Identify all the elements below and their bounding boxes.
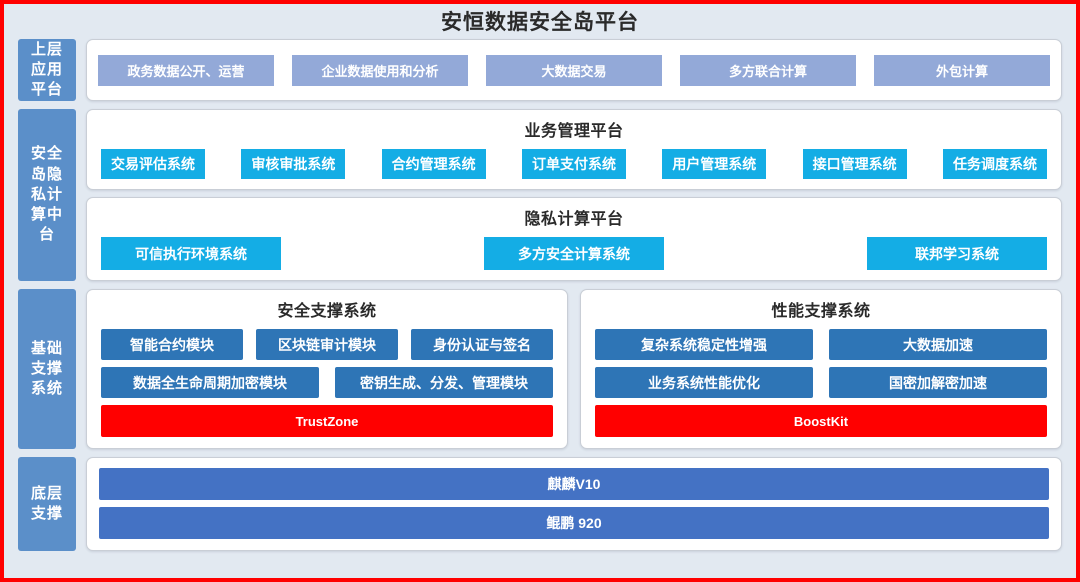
tier-label-bottom-text: 底层支撑 xyxy=(30,484,63,522)
panel-performance-support: 性能支撑系统 复杂系统稳定性增强 大数据加速 业务系统性能优化 国密加解密加速 … xyxy=(580,289,1062,449)
tier-body-midplatform: 业务管理平台 交易评估系统 审核审批系统 合约管理系统 订单支付系统 用户管理系… xyxy=(86,109,1062,281)
performance-support-row-2: 业务系统性能优化 国密加解密加速 xyxy=(595,367,1047,398)
sec-item-smart-contract[interactable]: 智能合约模块 xyxy=(101,329,243,360)
perf-item-sm-crypto-acceleration[interactable]: 国密加解密加速 xyxy=(829,367,1047,398)
panel-title-business-management: 业务管理平台 xyxy=(524,123,624,140)
sec-item-key-management[interactable]: 密钥生成、分发、管理模块 xyxy=(335,367,553,398)
biz-item-interface-management[interactable]: 接口管理系统 xyxy=(802,149,907,179)
performance-support-row-1: 复杂系统稳定性增强 大数据加速 xyxy=(595,329,1047,360)
tier-body-bottom: 麒麟V10 鲲鹏 920 xyxy=(86,457,1062,551)
panel-title-privacy-computing: 隐私计算平台 xyxy=(524,211,624,228)
tier-label-foundation-text: 基础支撑系统 xyxy=(30,339,63,398)
app-item-government-data[interactable]: 政务数据公开、运营 xyxy=(98,54,274,86)
biz-item-review-approval[interactable]: 审核审批系统 xyxy=(241,149,346,179)
sec-item-identity-signature[interactable]: 身份认证与签名 xyxy=(411,329,553,360)
panel-title-security-support: 安全支撑系统 xyxy=(277,303,377,320)
biz-item-trade-evaluation[interactable]: 交易评估系统 xyxy=(101,149,205,179)
panel-title-performance-support: 性能支撑系统 xyxy=(771,303,871,320)
tier-label-foundation: 基础支撑系统 xyxy=(18,289,76,449)
security-support-row-2: 数据全生命周期加密模块 密钥生成、分发、管理模块 xyxy=(101,367,553,398)
bottom-item-kylin-v10[interactable]: 麒麟V10 xyxy=(99,468,1049,500)
privacy-item-tee[interactable]: 可信执行环境系统 xyxy=(101,237,281,270)
page-title: 安恒数据安全岛平台 xyxy=(441,11,639,34)
biz-item-order-payment[interactable]: 订单支付系统 xyxy=(521,149,626,179)
business-management-button-row: 交易评估系统 审核审批系统 合约管理系统 订单支付系统 用户管理系统 接口管理系… xyxy=(101,149,1047,179)
app-item-bigdata-trading[interactable]: 大数据交易 xyxy=(486,54,662,86)
tier-application-platform: 上层应用平台 政务数据公开、运营 企业数据使用和分析 大数据交易 多方联合计算 … xyxy=(4,39,1076,101)
privacy-item-federated-learning[interactable]: 联邦学习系统 xyxy=(867,237,1047,270)
privacy-item-mpc[interactable]: 多方安全计算系统 xyxy=(484,237,664,270)
app-item-outsourced-computing[interactable]: 外包计算 xyxy=(874,54,1050,86)
tier-label-application-text: 上层应用平台 xyxy=(30,40,63,99)
application-button-row: 政务数据公开、运营 企业数据使用和分析 大数据交易 多方联合计算 外包计算 xyxy=(89,54,1059,86)
perf-item-bigdata-acceleration[interactable]: 大数据加速 xyxy=(829,329,1047,360)
tier-foundation-support: 基础支撑系统 安全支撑系统 智能合约模块 区块链审计模块 身份认证与签名 数据全… xyxy=(4,289,1076,449)
biz-item-contract-management[interactable]: 合约管理系统 xyxy=(381,149,486,179)
panel-security-support: 安全支撑系统 智能合约模块 区块链审计模块 身份认证与签名 数据全生命周期加密模… xyxy=(86,289,568,449)
panel-bottom-support: 麒麟V10 鲲鹏 920 xyxy=(86,457,1062,551)
tier-label-midplatform-text: 安全岛隐私计算中台 xyxy=(30,145,63,244)
tier-label-bottom: 底层支撑 xyxy=(18,457,76,551)
privacy-computing-button-row: 可信执行环境系统 多方安全计算系统 联邦学习系统 xyxy=(101,237,1047,270)
biz-item-user-management[interactable]: 用户管理系统 xyxy=(662,149,767,179)
panel-privacy-computing: 隐私计算平台 可信执行环境系统 多方安全计算系统 联邦学习系统 xyxy=(86,197,1062,281)
app-item-enterprise-data[interactable]: 企业数据使用和分析 xyxy=(292,54,468,86)
tier-privacy-computing-midplatform: 安全岛隐私计算中台 业务管理平台 交易评估系统 审核审批系统 合约管理系统 订单… xyxy=(4,109,1076,281)
security-support-row-1: 智能合约模块 区块链审计模块 身份认证与签名 xyxy=(101,329,553,360)
biz-item-task-scheduling[interactable]: 任务调度系统 xyxy=(942,149,1047,179)
sec-item-blockchain-audit[interactable]: 区块链审计模块 xyxy=(256,329,398,360)
sec-item-lifecycle-encryption[interactable]: 数据全生命周期加密模块 xyxy=(101,367,319,398)
tier-label-application: 上层应用平台 xyxy=(18,39,76,101)
tier-body-application: 政务数据公开、运营 企业数据使用和分析 大数据交易 多方联合计算 外包计算 xyxy=(86,39,1062,101)
tier-bottom-support: 底层支撑 麒麟V10 鲲鹏 920 xyxy=(4,457,1076,551)
perf-footer-boostkit[interactable]: BoostKit xyxy=(595,405,1047,437)
app-item-multiparty-computing[interactable]: 多方联合计算 xyxy=(680,54,856,86)
sec-footer-trustzone[interactable]: TrustZone xyxy=(101,405,553,437)
bottom-item-kunpeng-920[interactable]: 鲲鹏 920 xyxy=(99,507,1049,539)
panel-application-platform: 政务数据公开、运营 企业数据使用和分析 大数据交易 多方联合计算 外包计算 xyxy=(86,39,1062,101)
panel-business-management: 业务管理平台 交易评估系统 审核审批系统 合约管理系统 订单支付系统 用户管理系… xyxy=(86,109,1062,190)
perf-item-business-optimization[interactable]: 业务系统性能优化 xyxy=(595,367,813,398)
tier-label-midplatform: 安全岛隐私计算中台 xyxy=(18,109,76,281)
perf-item-system-stability[interactable]: 复杂系统稳定性增强 xyxy=(595,329,813,360)
tier-body-foundation: 安全支撑系统 智能合约模块 区块链审计模块 身份认证与签名 数据全生命周期加密模… xyxy=(86,289,1062,449)
